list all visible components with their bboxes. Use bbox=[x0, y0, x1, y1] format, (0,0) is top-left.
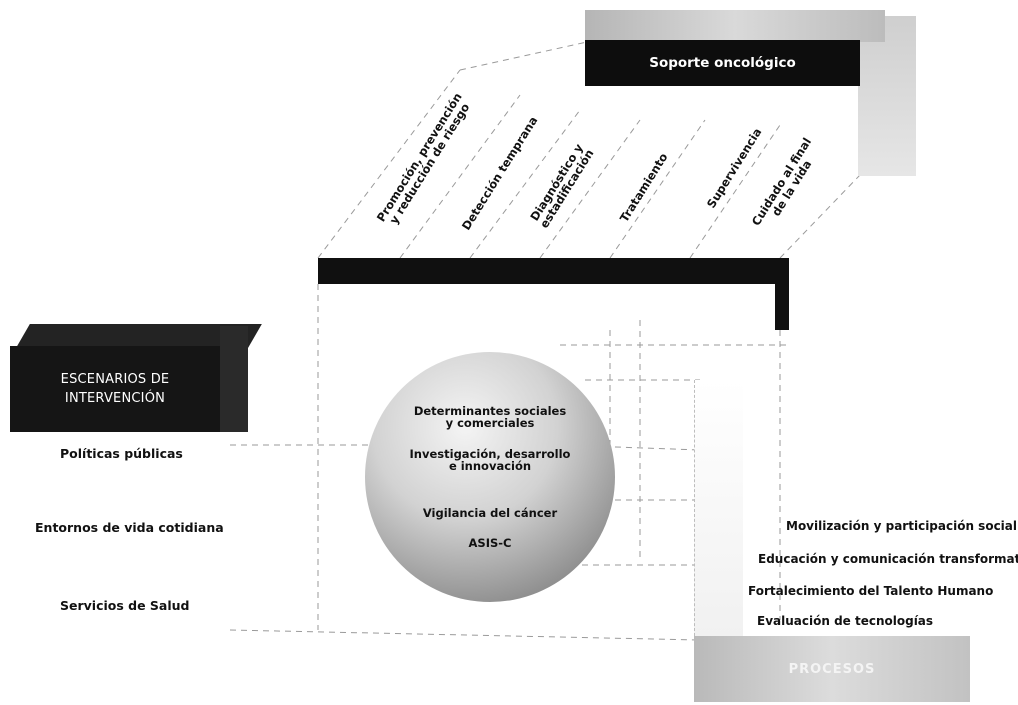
stages-bar bbox=[318, 258, 780, 284]
process-item-technology: Evaluación de tecnologías bbox=[757, 614, 934, 628]
scenario-item-public-policy: Políticas públicas bbox=[60, 446, 183, 461]
process-item-mobilization: Movilización y participación social bbox=[786, 519, 1018, 533]
process-item-education: Educación y comunicación transformativa bbox=[758, 552, 1018, 566]
sphere-item-asis: ASIS-C bbox=[468, 536, 512, 550]
scenario-item-health-services: Servicios de Salud bbox=[60, 598, 190, 613]
scenarios-box: ESCENARIOS DE INTERVENCIÓN bbox=[10, 346, 220, 432]
process-box: PROCESOS bbox=[694, 636, 970, 702]
process-item-talent: Fortalecimiento del Talento Humano bbox=[748, 584, 994, 598]
support-box-top bbox=[585, 10, 885, 42]
scenarios-title-line1: ESCENARIOS DE bbox=[60, 372, 170, 387]
scenario-item-daily-life: Entornos de vida cotidiana bbox=[35, 520, 224, 535]
sphere-item-surveillance: Vigilancia del cáncer bbox=[422, 506, 558, 520]
support-box-side bbox=[858, 16, 916, 176]
sphere-item-research: Investigación, desarrollo e innovación bbox=[409, 447, 571, 473]
scenarios-box-side bbox=[220, 326, 248, 432]
sphere-item-determinants: Determinantes sociales y comerciales bbox=[413, 404, 567, 430]
process-box-side bbox=[694, 380, 743, 636]
sphere bbox=[365, 352, 615, 602]
process-box-label: PROCESOS bbox=[788, 661, 876, 677]
support-box-label: Soporte oncológico bbox=[649, 55, 796, 71]
stages-bar-tail bbox=[775, 258, 789, 330]
support-box: Soporte oncológico bbox=[585, 40, 860, 86]
scenarios-title-line2: INTERVENCIÓN bbox=[64, 391, 166, 406]
